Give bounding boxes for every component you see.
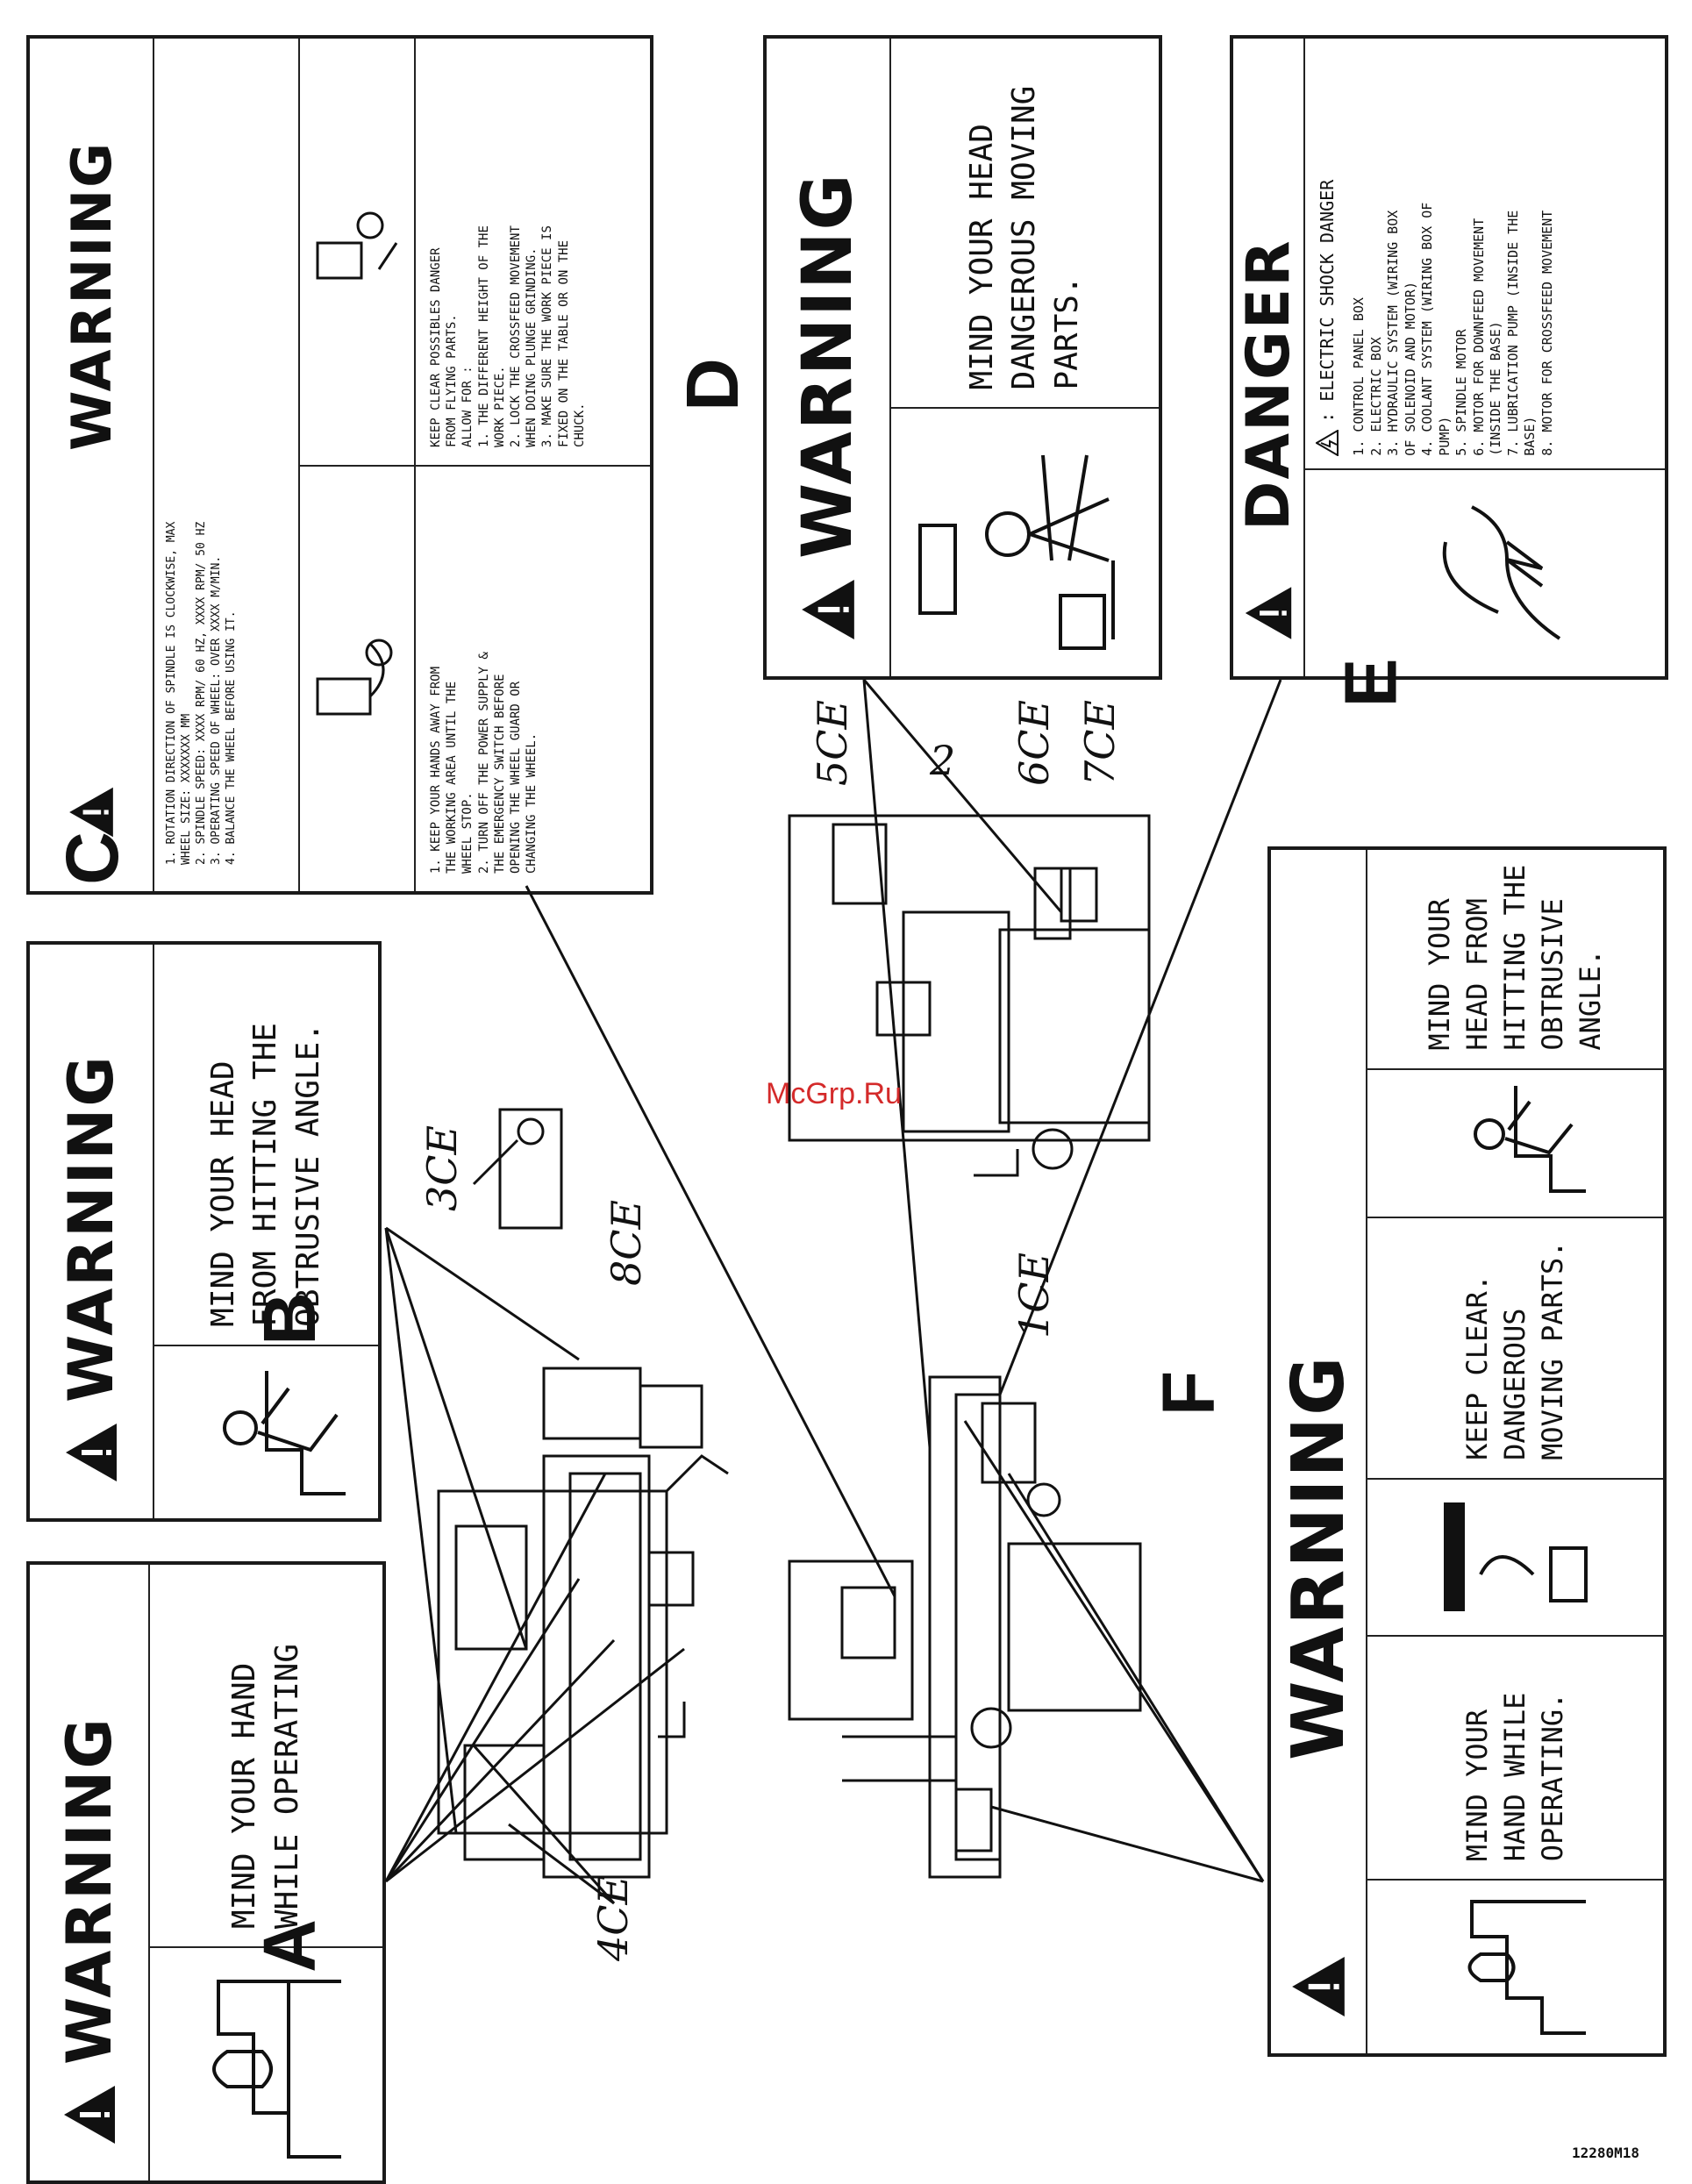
label-f-pictogram-moving <box>1367 1477 1663 1635</box>
electric-shock-hand-icon <box>1442 505 1561 641</box>
label-f-pictogram-head <box>1367 1067 1663 1217</box>
warning-triangle-icon <box>1245 587 1292 639</box>
label-c-header: WARNING <box>30 39 154 891</box>
head-bump-icon <box>1473 1086 1586 1194</box>
head-bump-icon <box>222 1370 346 1495</box>
label-e-header: DANGER <box>1233 39 1305 676</box>
warning-triangle-icon <box>63 2086 115 2144</box>
label-a-pictogram <box>150 1946 382 2180</box>
warning-triangle-icon <box>1292 1957 1345 2016</box>
callout-7: 7CE <box>1076 699 1124 787</box>
electric-hazard-icon <box>1316 429 1339 456</box>
warning-triangle-icon <box>66 1424 117 1481</box>
label-a-header: WARNING <box>30 1565 150 2180</box>
callout-5: 5CE <box>809 699 857 787</box>
label-c-right-pictogram <box>300 39 414 465</box>
moving-parts-icon <box>1443 1502 1588 1612</box>
label-e-subheader: : ELECTRIC SHOCK DANGER <box>1316 51 1339 456</box>
warning-triangle-icon <box>802 580 854 639</box>
callout-3: 3CE <box>418 1124 467 1212</box>
label-c-left-pictogram <box>300 464 414 891</box>
callout-8: 8CE <box>603 1199 651 1287</box>
warning-triangle-icon <box>69 787 113 838</box>
figure-id: 12280M18 <box>1571 2145 1639 2161</box>
hand-pinch-icon <box>211 1979 341 2159</box>
moving-parts-head-icon <box>917 454 1115 650</box>
wheel-hand-icon <box>316 639 393 716</box>
flying-parts-icon <box>316 211 398 280</box>
label-e-pictogram <box>1305 467 1665 676</box>
callout-2: 2 <box>930 737 956 784</box>
callout-4: 4CE <box>589 1874 638 1962</box>
hand-pinch-icon <box>1467 1899 1586 2035</box>
label-f-header: WARNING <box>1271 850 1367 2053</box>
label-d-pictogram <box>891 407 1159 676</box>
label-b-pictogram <box>154 1344 378 1518</box>
label-b-header: WARNING <box>30 945 154 1518</box>
watermark: McGrp.Ru <box>766 1077 902 1110</box>
label-f-pictogram-hand <box>1367 1879 1663 2053</box>
label-d-header: WARNING <box>767 39 891 676</box>
callout-6: 6CE <box>1010 699 1059 787</box>
callout-1: 1CE <box>1010 1252 1059 1339</box>
